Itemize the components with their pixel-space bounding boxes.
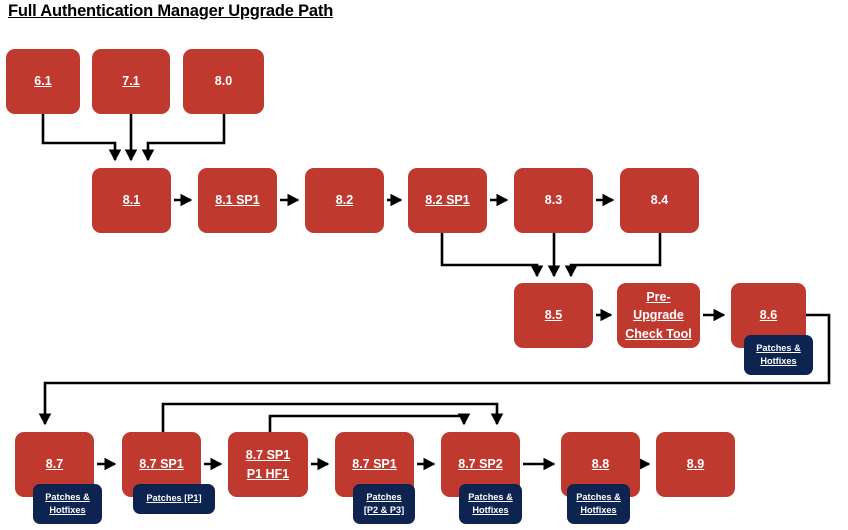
patches-badge-label-line: Hotfixes <box>760 356 797 366</box>
patches-badge-label: Patches & Hotfixes <box>45 491 89 518</box>
connector-arrow <box>564 233 662 278</box>
connector-arrow <box>440 233 544 278</box>
patches-badge-label-line: Patches & <box>576 491 621 502</box>
patches-badge-label: Patches [P1] <box>146 492 201 505</box>
patches-badge-label-line: Hotfixes <box>472 505 509 515</box>
version-node-v82[interactable]: 8.2 <box>305 168 384 233</box>
version-node-v71[interactable]: 7.1 <box>92 49 170 114</box>
version-node-label-line: Upgrade <box>633 308 684 323</box>
connector-arrow <box>41 114 122 162</box>
connector-arrow <box>38 313 831 426</box>
version-node-label: 8.1 <box>123 192 140 209</box>
version-node-label: 8.0 <box>215 73 232 90</box>
patches-badge-label: Patches & Hotfixes <box>576 491 620 518</box>
version-node-v81sp1[interactable]: 8.1 SP1 <box>198 168 277 233</box>
patches-badge-b87sp1[interactable]: Patches [P1] <box>133 484 215 514</box>
version-node-label: 8.7 SP1 <box>139 456 183 473</box>
version-node-label-line: Check Tool <box>625 326 692 341</box>
version-node-v82sp1[interactable]: 8.2 SP1 <box>408 168 487 233</box>
version-node-label: 8.6 <box>760 307 777 324</box>
version-node-label: 8.4 <box>651 192 668 209</box>
version-node-label-line: 8.7 SP2 <box>458 457 503 472</box>
version-node-label: 8.5 <box>545 307 562 324</box>
version-node-label: 8.8 <box>592 456 609 473</box>
patches-badge-label-line: Hotfixes <box>49 505 86 515</box>
version-node-label-line: 8.6 <box>759 308 778 323</box>
version-node-label: 8.9 <box>687 456 704 473</box>
version-node-label-line: 8.7 <box>45 457 64 472</box>
patches-badge-b87sp2[interactable]: Patches & Hotfixes <box>459 484 522 524</box>
patches-badge-label-line: Patches & <box>45 491 90 502</box>
patches-badge-b86[interactable]: Patches & Hotfixes <box>744 335 813 375</box>
patches-badge-label: Patches & Hotfixes <box>468 491 512 518</box>
page-title: Full Authentication Manager Upgrade Path <box>8 2 334 20</box>
version-node-label-line: 8.4 <box>650 193 669 208</box>
version-node-label: 8.2 SP1 <box>425 192 469 209</box>
connector-arrow <box>161 402 504 432</box>
patches-badge-label-line: Patches & <box>468 491 513 502</box>
version-node-label: 6.1 <box>34 73 51 90</box>
version-node-label-line: 8.0 <box>214 74 233 89</box>
connector-arrow <box>141 114 226 162</box>
version-node-label-line: 8.9 <box>686 457 705 472</box>
version-node-v80[interactable]: 8.0 <box>183 49 264 114</box>
version-node-label: 8.7 SP1 <box>352 456 396 473</box>
version-node-label-line: P1 HF1 <box>246 466 290 481</box>
version-node-label-line: 8.7 SP1 <box>139 457 184 472</box>
version-node-label-line: 7.1 <box>122 74 140 89</box>
patches-badge-b87[interactable]: Patches & Hotfixes <box>33 484 102 524</box>
patches-badge-label: Patches [P2 & P3] <box>364 491 404 518</box>
version-node-label: 8.7 <box>46 456 63 473</box>
version-node-label: 8.3 <box>545 192 562 209</box>
version-node-label-line: 8.7 SP1 <box>352 457 397 472</box>
patches-badge-label-line: [P2 & P3] <box>363 505 405 515</box>
patches-badge-label: Patches & Hotfixes <box>756 342 800 369</box>
version-node-v81[interactable]: 8.1 <box>92 168 171 233</box>
connector-arrow <box>268 413 471 432</box>
version-node-v84[interactable]: 8.4 <box>620 168 699 233</box>
version-node-label-line: Pre- <box>646 290 671 305</box>
version-node-label: 8.7 SP1 P1 HF1 <box>246 446 290 482</box>
patches-badge-label-line: Patches [P1] <box>146 493 202 504</box>
version-node-label: 7.1 <box>122 73 139 90</box>
version-node-v85[interactable]: 8.5 <box>514 283 593 348</box>
version-node-label-line: 8.8 <box>591 457 610 472</box>
version-node-label: 8.7 SP2 <box>458 456 502 473</box>
version-node-v61[interactable]: 6.1 <box>6 49 80 114</box>
version-node-label-line: 8.1 SP1 <box>215 193 260 208</box>
version-node-v83[interactable]: 8.3 <box>514 168 593 233</box>
version-node-label-line: 8.1 <box>122 193 141 208</box>
version-node-label-line: 6.1 <box>34 74 52 89</box>
version-node-label: 8.2 <box>336 192 353 209</box>
version-node-label: 8.1 SP1 <box>215 192 259 209</box>
version-node-v87sp1p1hf1[interactable]: 8.7 SP1 P1 HF1 <box>228 432 308 497</box>
patches-badge-label-line: Hotfixes <box>580 505 617 515</box>
version-node-label-line: 8.3 <box>544 193 563 208</box>
patches-badge-b87sp1b[interactable]: Patches [P2 & P3] <box>353 484 415 524</box>
version-node-label-line: 8.2 SP1 <box>425 193 470 208</box>
version-node-label-line: 8.2 <box>335 193 354 208</box>
version-node-v89[interactable]: 8.9 <box>656 432 735 497</box>
patches-badge-label-line: Patches <box>366 491 402 502</box>
patches-badge-b88[interactable]: Patches & Hotfixes <box>567 484 630 524</box>
version-node-label-line: 8.7 SP1 <box>245 448 291 463</box>
patches-badge-label-line: Patches & <box>756 342 801 353</box>
version-node-label-line: 8.5 <box>544 308 563 323</box>
